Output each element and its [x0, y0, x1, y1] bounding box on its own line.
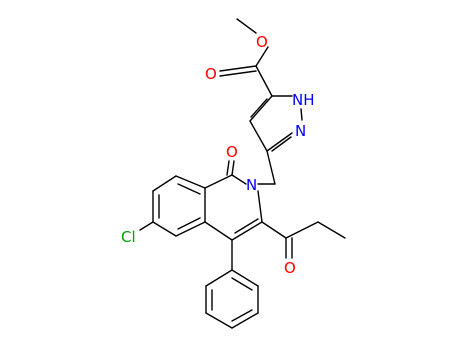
bond: [285, 221, 319, 239]
bond: [255, 46, 269, 67]
bond: [271, 136, 292, 152]
bond: [231, 312, 259, 329]
bond: [266, 132, 293, 152]
bond: [175, 175, 206, 189]
bond: [300, 108, 303, 121]
bond: [205, 269, 233, 287]
bond: [236, 18, 257, 34]
bond: [231, 277, 253, 291]
bond: [255, 65, 273, 97]
bond: [231, 309, 253, 322]
bond: [261, 221, 287, 239]
bond: [266, 150, 276, 185]
atom-label-o-ester-double: O: [205, 65, 217, 83]
atom-label-nh: NH: [292, 91, 315, 109]
atom-label-n-ring: N: [246, 176, 257, 194]
bond: [234, 218, 259, 234]
bond: [205, 312, 233, 329]
atom-label-cl: Cl: [121, 228, 136, 246]
bond: [226, 160, 230, 176]
bond: [152, 175, 177, 192]
bond: [257, 190, 263, 223]
bond: [231, 269, 259, 287]
bond: [317, 221, 346, 239]
bond: [231, 160, 235, 176]
bond: [152, 221, 177, 237]
atom-label-o-ester-single: O: [256, 33, 268, 51]
bond: [204, 221, 233, 241]
bond: [139, 221, 154, 231]
bond: [204, 174, 233, 189]
bond: [177, 183, 201, 195]
bond: [219, 70, 257, 77]
bond: [249, 120, 268, 152]
bond: [231, 221, 263, 241]
atom-label-o-lactam: O: [226, 143, 238, 161]
bond: [219, 65, 257, 72]
bond: [175, 221, 206, 237]
atom-label-o-ketone: O: [284, 259, 296, 277]
bond: [231, 174, 247, 185]
bond: [250, 98, 268, 118]
bond: [249, 95, 273, 122]
atom-label-n-pyrazole: N: [295, 122, 306, 140]
bond: [177, 217, 201, 230]
